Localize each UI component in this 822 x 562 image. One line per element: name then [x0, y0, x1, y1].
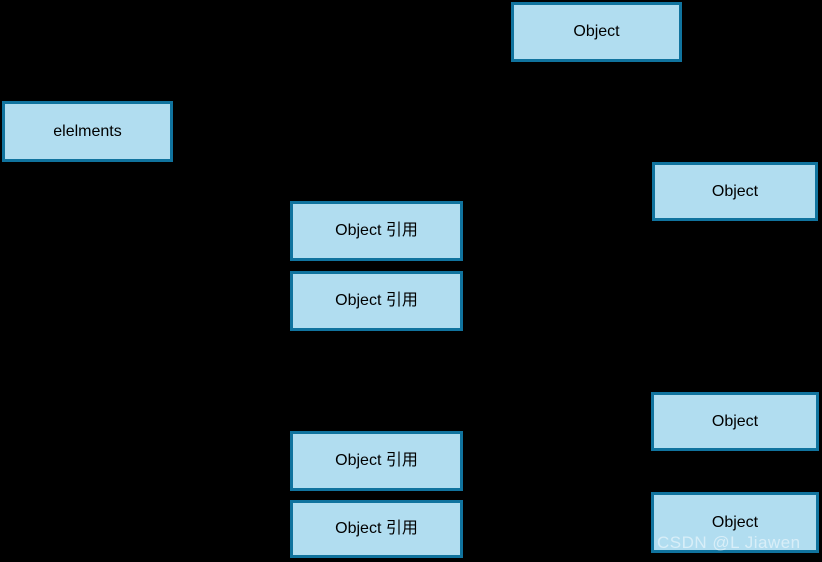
- node-object-right-2: Object: [651, 392, 819, 451]
- node-object-ref-3: Object 引用: [290, 431, 463, 491]
- node-object-right-3: Object: [651, 492, 819, 553]
- node-object-ref-2: Object 引用: [290, 271, 463, 331]
- node-object-right-1: Object: [652, 162, 818, 221]
- node-object-top: Object: [511, 2, 682, 62]
- node-object-ref-1: Object 引用: [290, 201, 463, 261]
- node-elements: elelments: [2, 101, 173, 162]
- node-object-ref-4: Object 引用: [290, 500, 463, 558]
